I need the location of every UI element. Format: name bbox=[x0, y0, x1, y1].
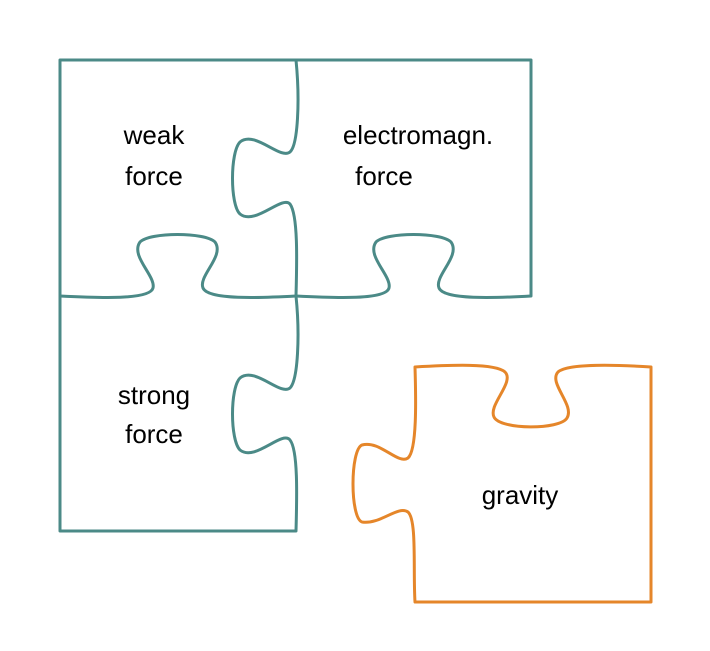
strong-force-label-2: force bbox=[125, 419, 183, 449]
gravity-piece-outline bbox=[351, 363, 653, 604]
strong-force-piece: strong force bbox=[58, 295, 300, 533]
electromagnetic-force-label-2: force bbox=[355, 161, 413, 191]
strong-force-label-1: strong bbox=[118, 380, 190, 410]
electromagnetic-force-piece: electromagn. force bbox=[295, 58, 533, 300]
electromagnetic-force-label-1: electromagn. bbox=[343, 120, 493, 150]
weak-force-label-1: weak bbox=[123, 120, 186, 150]
weak-force-label-2: force bbox=[125, 161, 183, 191]
weak-force-piece: weak force bbox=[58, 58, 300, 300]
electromagnetic-force-piece-outline bbox=[295, 58, 533, 300]
gravity-label: gravity bbox=[482, 480, 559, 510]
gravity-piece: gravity bbox=[351, 363, 653, 604]
weak-force-piece-outline bbox=[58, 58, 300, 300]
strong-force-piece-outline bbox=[58, 295, 300, 533]
